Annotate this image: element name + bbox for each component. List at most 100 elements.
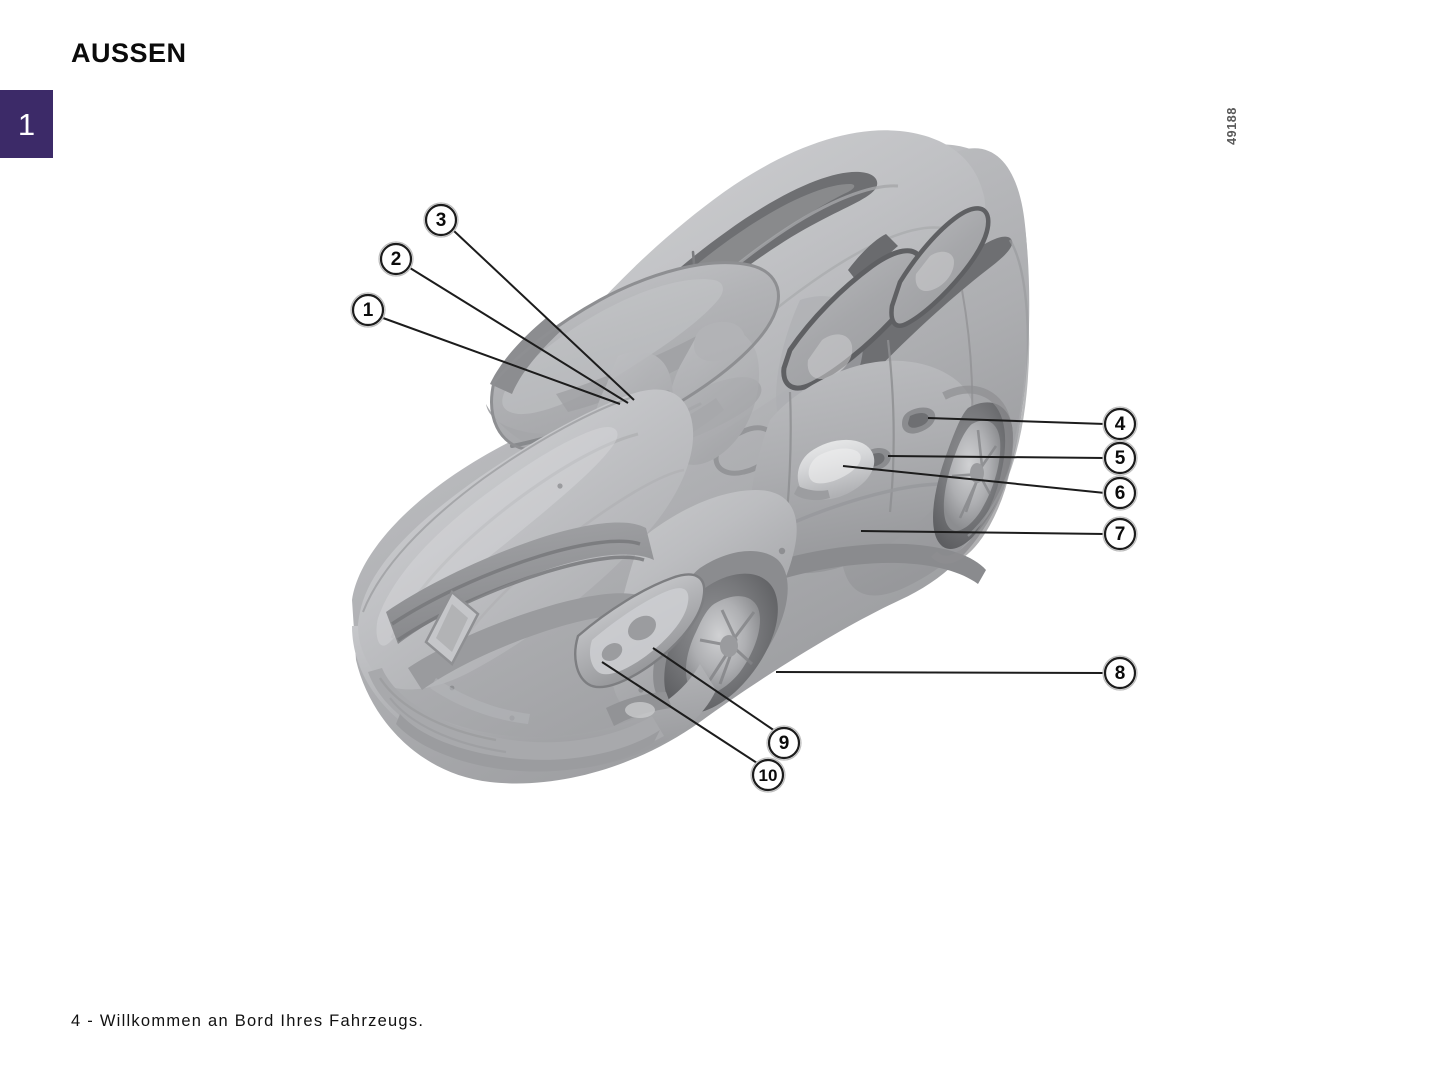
rear-headrest-a — [807, 334, 853, 380]
hood — [357, 389, 694, 690]
rocker-panel — [760, 543, 986, 586]
roof-rail-right — [788, 236, 1013, 449]
bumper-sensor-dot-3 — [449, 685, 455, 691]
vehicle-roof — [546, 130, 986, 462]
headlight-projector-second — [601, 643, 623, 661]
side-window-interior — [807, 251, 954, 380]
callout-marker-3[interactable]: 3 — [423, 202, 459, 238]
front-door-handle-inner — [908, 413, 929, 428]
front-tyre — [664, 573, 778, 714]
callout-leader-line-2 — [409, 267, 629, 404]
callout-circle-3 — [424, 203, 458, 237]
rear-wheel-arch — [930, 385, 1014, 564]
callout-marker-7[interactable]: 7 — [1102, 516, 1138, 552]
callout-marker-9[interactable]: 9 — [766, 725, 802, 761]
windshield-highlight — [502, 279, 723, 415]
callout-halo-7 — [1102, 516, 1138, 552]
callout-halo-8 — [1102, 655, 1138, 691]
callout-marker-4[interactable]: 4 — [1102, 406, 1138, 442]
headlight-lens — [590, 588, 689, 675]
front-seat-driver — [665, 326, 760, 465]
door-shut-line-front — [780, 391, 792, 557]
callout-marker-5[interactable]: 5 — [1102, 440, 1138, 476]
washer-nozzle — [557, 483, 563, 489]
front-rim — [685, 596, 760, 696]
windshield-frame — [490, 261, 780, 453]
b-pillar — [848, 234, 898, 288]
vehicle-body-group — [352, 130, 1030, 784]
door-shut-line-rear — [886, 339, 895, 513]
callout-marker-1[interactable]: 1 — [350, 292, 386, 328]
fog-lamp-recess — [606, 692, 672, 726]
callout-leader-line-7 — [860, 530, 1106, 535]
brand-logo — [424, 590, 480, 666]
rear-headrest-b — [915, 251, 954, 292]
callout-marker-8[interactable]: 8 — [1102, 655, 1138, 691]
front-hub-cap — [720, 635, 738, 657]
side-mirror-arm — [794, 486, 830, 501]
callout-leader-line-3 — [453, 230, 635, 401]
front-bumper-skid — [396, 714, 660, 772]
cowl-panel — [486, 377, 762, 460]
callout-number-6: 6 — [1115, 483, 1126, 504]
side-mirror-highlight — [808, 448, 861, 484]
callout-number-8: 8 — [1115, 663, 1126, 684]
vehicle-lower-shadow — [352, 144, 1030, 784]
wiper-blade-left — [510, 390, 670, 448]
rear-door-window — [891, 208, 989, 326]
front-seat-passenger — [590, 351, 673, 481]
callout-halo-5 — [1102, 440, 1138, 476]
lower-grille — [408, 593, 650, 690]
hood-crease-right — [438, 468, 685, 677]
front-bumper-crease-1 — [378, 677, 497, 742]
chapter-number: 1 — [17, 106, 36, 142]
side-mirror — [797, 439, 875, 500]
callout-number-9: 9 — [779, 733, 790, 754]
front-door-handle — [902, 407, 936, 434]
brand-logo-diamond-inner — [436, 604, 468, 652]
a-pillar-left — [490, 318, 562, 394]
rear-door-window-frame — [889, 206, 991, 328]
roof-crease-2 — [639, 226, 943, 443]
headlight-outline — [574, 573, 706, 689]
hood-highlight — [376, 426, 618, 646]
figure-reference-number: 49188 — [1212, 96, 1252, 156]
rear-wheel — [933, 402, 1013, 549]
callout-leader-line-4 — [927, 417, 1106, 425]
door-shut-line-rear-2 — [961, 289, 974, 471]
callout-leader-line-5 — [887, 455, 1106, 459]
fender-sensor-dot — [778, 547, 786, 555]
roof-crease — [596, 184, 899, 401]
page-title: AUSSEN — [71, 38, 187, 68]
callout-marker-6[interactable]: 6 — [1102, 475, 1138, 511]
front-door-window — [783, 250, 922, 389]
callout-number-3: 3 — [436, 210, 447, 231]
callout-marker-10[interactable]: 10 — [750, 757, 786, 793]
chapter-tab: 1 — [0, 90, 53, 158]
callout-circle-5 — [1103, 441, 1137, 475]
grille-slats — [391, 539, 645, 642]
callout-halo-2 — [378, 241, 414, 277]
hood-crease-left — [390, 432, 639, 639]
callout-circle-2 — [379, 242, 413, 276]
front-wheel-arch — [653, 550, 788, 711]
callout-leader-line-6 — [842, 465, 1106, 494]
callout-marker-2[interactable]: 2 — [378, 241, 414, 277]
rear-bench — [776, 296, 864, 433]
callout-halo-9 — [766, 725, 802, 761]
cabin-interior — [556, 296, 864, 481]
hood-shut-line — [362, 397, 631, 613]
fog-lamp — [625, 702, 655, 718]
callout-leader-line-8 — [775, 671, 1106, 674]
rear-tyre — [933, 402, 1013, 549]
callout-halo-3 — [423, 202, 459, 238]
front-wheel — [664, 573, 778, 714]
rear-hub-cap — [970, 463, 984, 483]
headlight-projector-main — [628, 615, 656, 641]
brand-logo-diamond — [424, 590, 480, 666]
roof-rail-left-highlight — [566, 184, 855, 412]
front-fender — [611, 490, 797, 713]
callout-circle-8 — [1103, 656, 1137, 690]
callout-circle-9 — [767, 726, 801, 760]
